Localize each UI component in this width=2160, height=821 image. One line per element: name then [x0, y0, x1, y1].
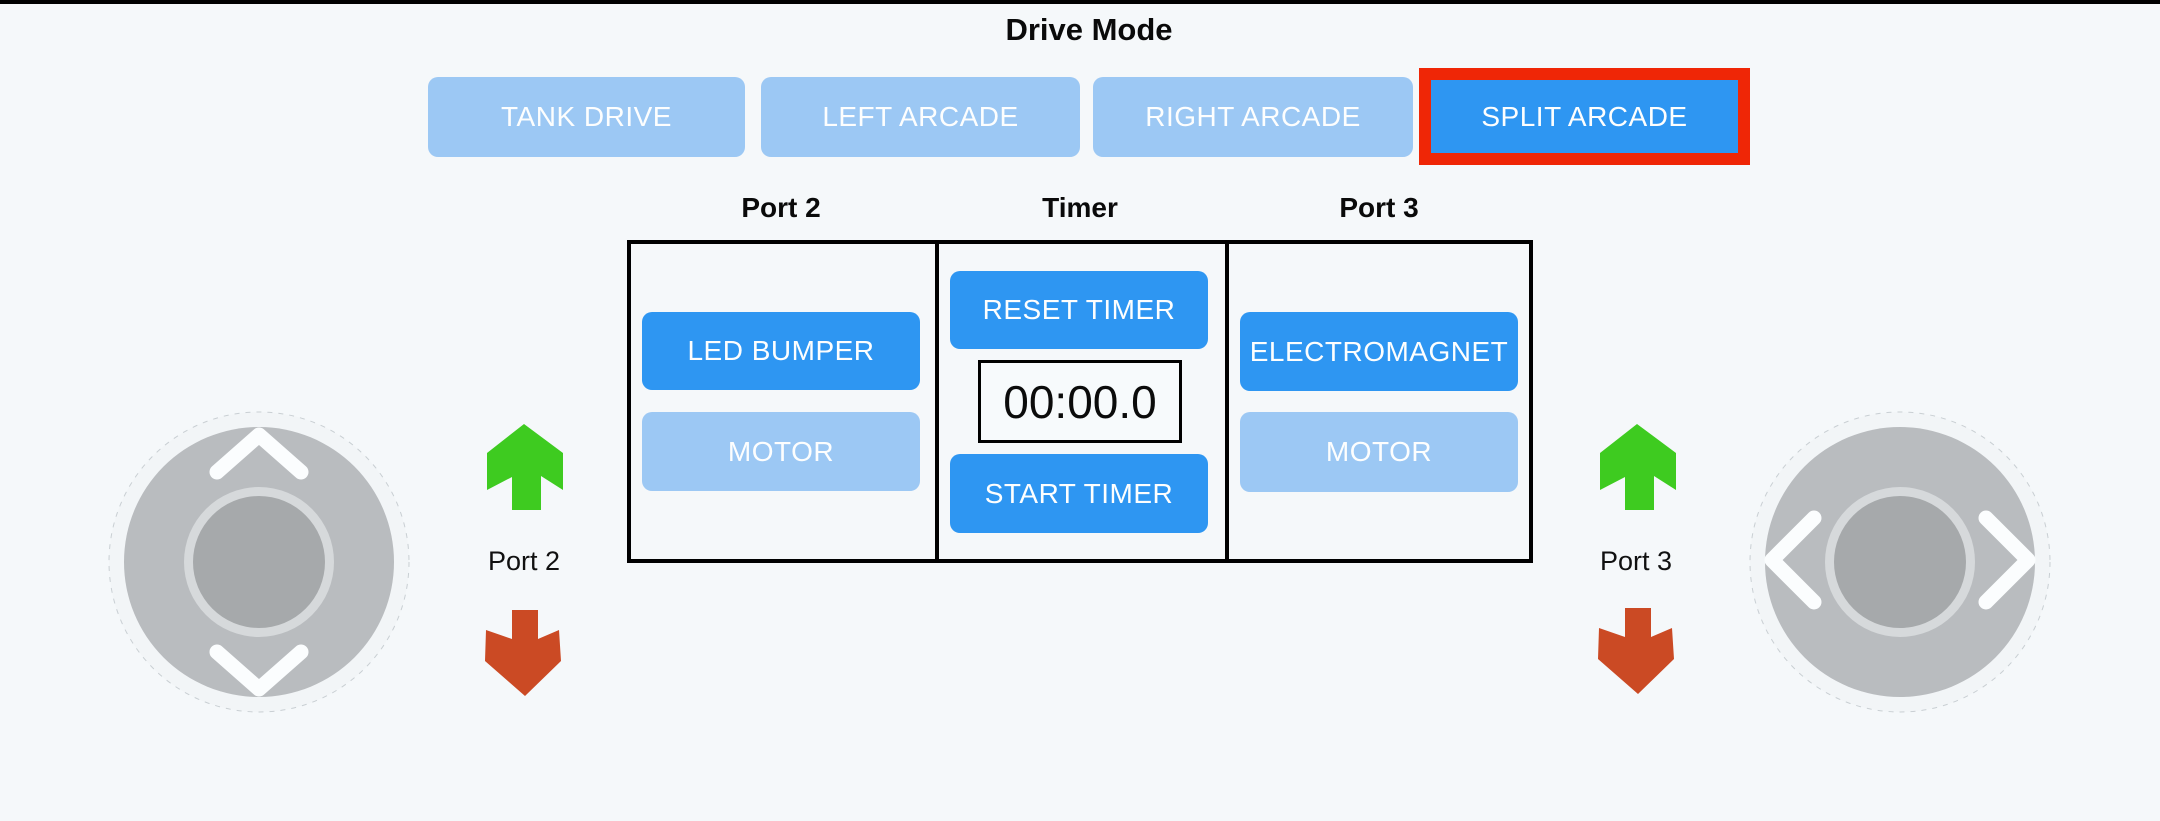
- electromagnet-button[interactable]: ELECTROMAGNET: [1240, 312, 1518, 391]
- port2-column-header: Port 2: [741, 192, 821, 223]
- port3-down-arrow-icon[interactable]: [1598, 608, 1676, 696]
- tank-drive-button[interactable]: TANK DRIVE: [428, 77, 745, 157]
- port3-stick-label: Port 3: [1599, 546, 1673, 576]
- port2-down-arrow-icon[interactable]: [485, 610, 563, 698]
- left-arcade-button[interactable]: LEFT ARCADE: [761, 77, 1080, 157]
- chevron-up-icon: [209, 427, 309, 480]
- control-panel-frame: [627, 240, 1533, 563]
- drive-mode-title: Drive Mode: [1005, 12, 1173, 47]
- left-joystick[interactable]: [108, 411, 410, 713]
- split-arcade-button-selected[interactable]: SPLIT ARCADE: [1419, 68, 1750, 165]
- led-bumper-button[interactable]: LED BUMPER: [642, 312, 920, 390]
- chevron-down-icon: [209, 644, 309, 697]
- panel-divider: [1225, 240, 1229, 563]
- port2-stick-label: Port 2: [487, 546, 561, 576]
- timer-column-header: Timer: [1042, 192, 1118, 223]
- panel-divider: [935, 240, 939, 563]
- chevron-right-icon: [1978, 510, 2036, 610]
- port3-motor-button[interactable]: MOTOR: [1240, 412, 1518, 492]
- right-joystick[interactable]: [1749, 411, 2051, 713]
- reset-timer-button[interactable]: RESET TIMER: [950, 271, 1208, 349]
- start-timer-button[interactable]: START TIMER: [950, 454, 1208, 533]
- right-arcade-button[interactable]: RIGHT ARCADE: [1093, 77, 1413, 157]
- port3-up-arrow-icon[interactable]: [1598, 423, 1676, 511]
- joystick-knob[interactable]: [1834, 496, 1966, 628]
- port2-up-arrow-icon[interactable]: [485, 423, 563, 511]
- top-edge-bar: [0, 0, 2160, 4]
- timer-display: 00:00.0: [978, 360, 1182, 443]
- chevron-left-icon: [1764, 510, 1822, 610]
- joystick-knob[interactable]: [193, 496, 325, 628]
- port3-column-header: Port 3: [1339, 192, 1419, 223]
- port2-motor-button[interactable]: MOTOR: [642, 412, 920, 491]
